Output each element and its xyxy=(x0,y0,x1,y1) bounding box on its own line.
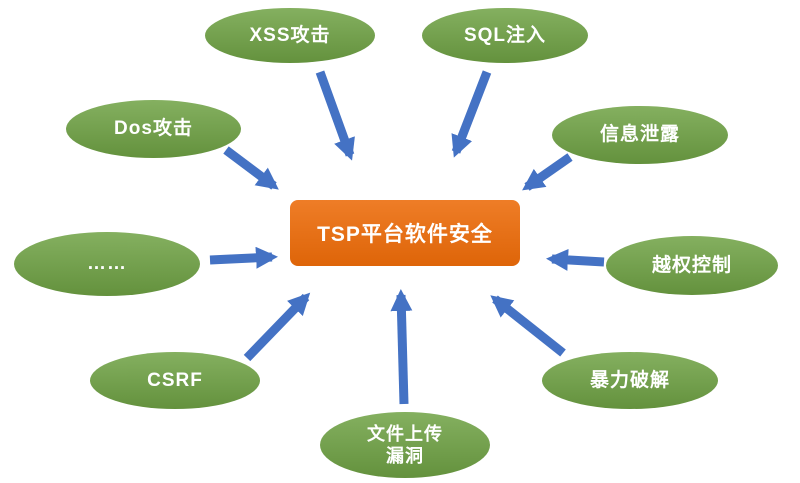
arrow-privilege-to-center xyxy=(546,248,605,271)
node-csrf: CSRF xyxy=(90,352,260,409)
arrow-infoleak-to-center xyxy=(522,153,573,191)
node-info-leak: 信息泄露 xyxy=(552,106,728,164)
node-brute-force: 暴力破解 xyxy=(542,352,718,409)
arrow-dos-to-center xyxy=(223,146,279,190)
node-file-upload-vuln: 文件上传 漏洞 xyxy=(320,412,490,478)
node-dos-attack: Dos攻击 xyxy=(66,100,241,158)
arrow-csrf-to-center xyxy=(243,292,311,362)
node-xss-attack: XSS攻击 xyxy=(205,8,375,63)
node-sql-injection: SQL注入 xyxy=(422,8,588,63)
arrow-xss-to-center xyxy=(315,70,355,161)
node-privilege-control: 越权控制 xyxy=(606,236,778,295)
center-node-tsp-platform-security: TSP平台软件安全 xyxy=(290,200,520,266)
node-more-ellipsis: …… xyxy=(14,232,200,296)
arrow-fileupload-to-center xyxy=(390,289,413,405)
arrow-sql-to-center xyxy=(451,70,492,158)
arrow-more-to-center xyxy=(209,246,278,269)
arrow-brute-to-center xyxy=(490,295,566,357)
